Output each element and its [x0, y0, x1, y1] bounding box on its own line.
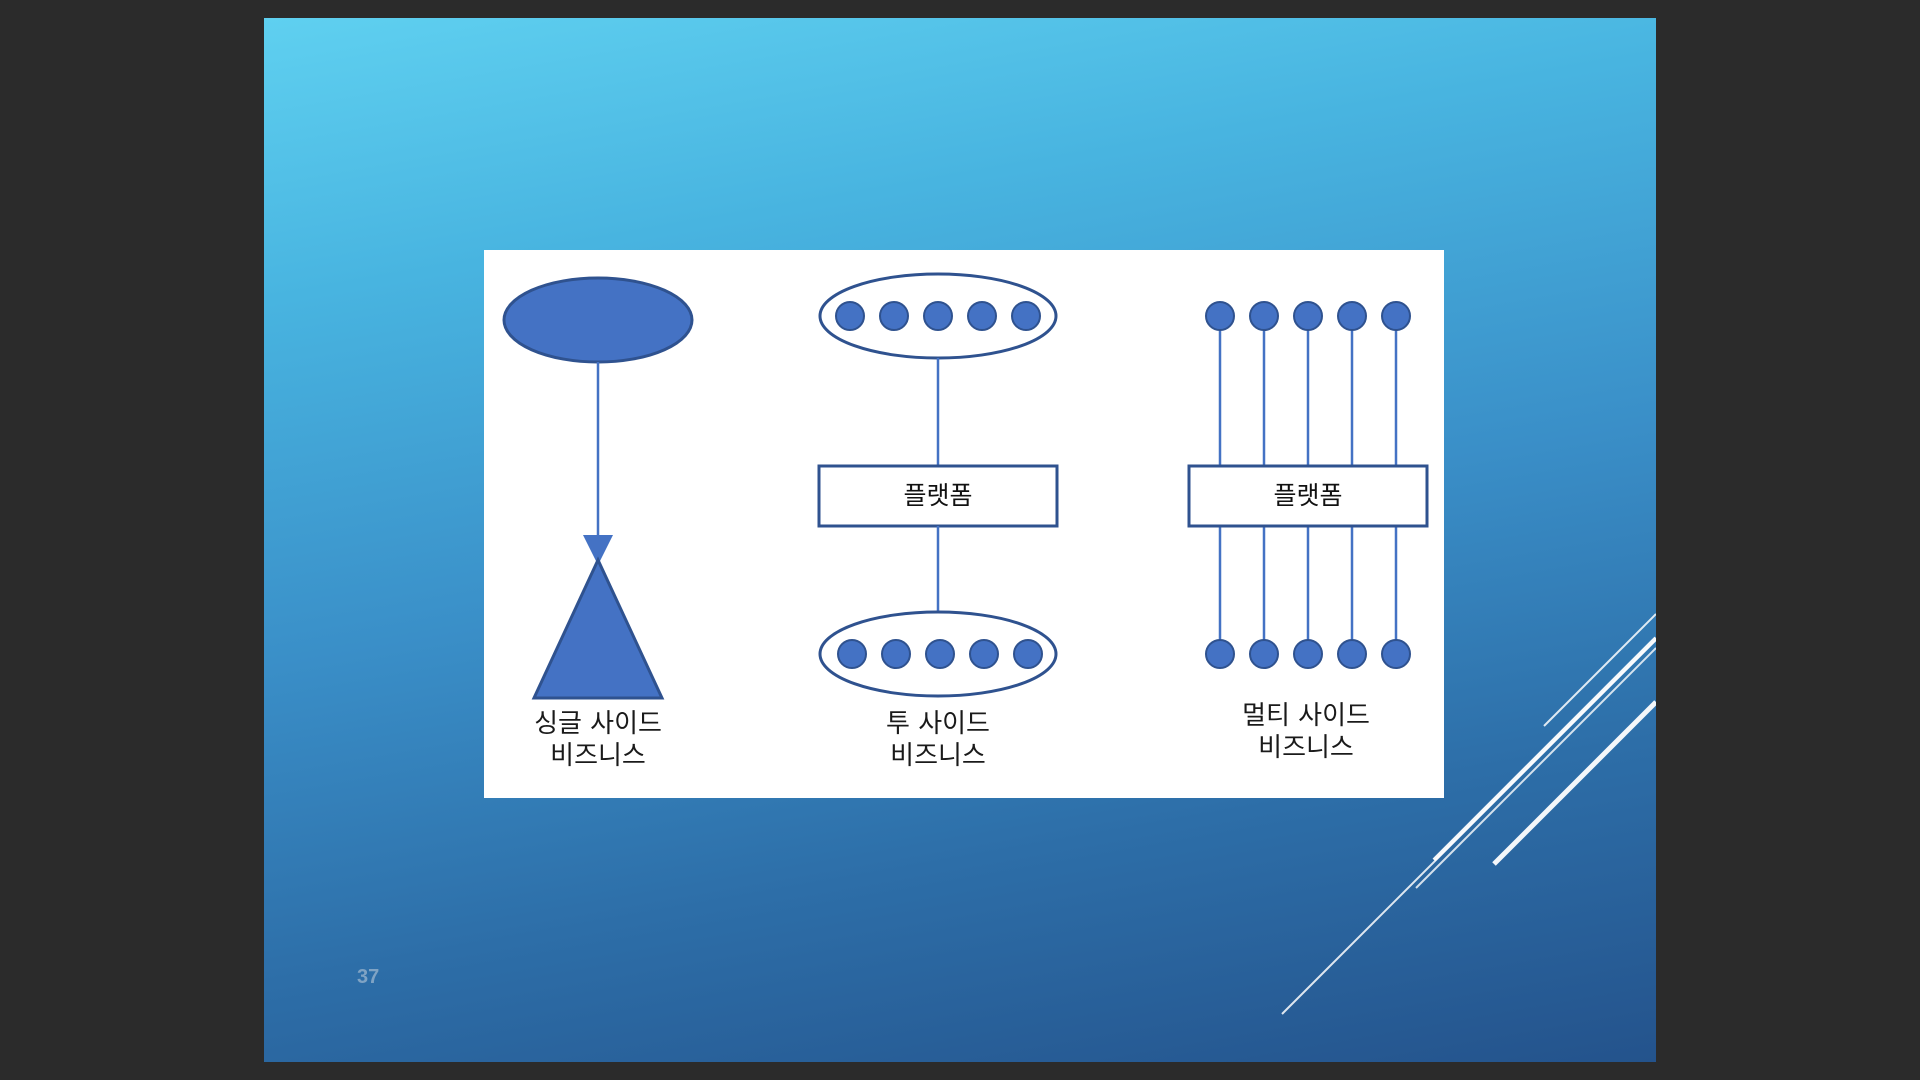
- multi-side-bottom-node: [1293, 639, 1323, 669]
- multi-side-caption-line2: 비즈니스: [1258, 733, 1354, 763]
- two-side-top-node: [967, 301, 997, 331]
- two-side-bottom-node: [881, 639, 911, 669]
- two-side-top-node: [879, 301, 909, 331]
- multi-side-bottom-node: [1249, 639, 1279, 669]
- two-side-bottom-node: [969, 639, 999, 669]
- single-side-caption: 싱글 사이드 비즈니스: [498, 708, 698, 772]
- multi-side-top-node: [1205, 301, 1235, 331]
- multi-side-top-node: [1381, 301, 1411, 331]
- two-side-bottom-node: [925, 639, 955, 669]
- multi-side-caption: 멀티 사이드 비즈니스: [1206, 700, 1406, 764]
- diagram-shapes: [502, 272, 1429, 700]
- slide-number: 37: [357, 966, 380, 988]
- single-side-triangle: [531, 556, 665, 700]
- two-side-top-node: [1011, 301, 1041, 331]
- two-side-platform-box: [817, 464, 1059, 528]
- two-side-top-node: [835, 301, 865, 331]
- business-model-diagram: 플랫폼 플랫폼 싱글 사이드 비즈니스 투 사이드 비즈니스 멀티 사이드 비즈…: [484, 250, 1444, 798]
- two-side-platform-label: 플랫폼: [903, 481, 973, 510]
- single-side-group: [502, 276, 694, 700]
- two-side-bottom-node: [1013, 639, 1043, 669]
- two-side-group: [817, 272, 1059, 698]
- multi-side-bottom-node: [1205, 639, 1235, 669]
- multi-side-platform-box: [1187, 464, 1429, 528]
- multi-side-bottom-node: [1337, 639, 1367, 669]
- multi-side-top-node: [1293, 301, 1323, 331]
- two-side-caption-line1: 투 사이드: [886, 709, 990, 739]
- two-side-caption: 투 사이드 비즈니스: [838, 708, 1038, 772]
- multi-side-top-node: [1337, 301, 1367, 331]
- multi-side-top-node: [1249, 301, 1279, 331]
- multi-side-platform-label: 플랫폼: [1273, 481, 1343, 510]
- two-side-bottom-node: [837, 639, 867, 669]
- single-side-ellipse: [502, 276, 694, 364]
- multi-side-group: [1187, 301, 1429, 669]
- two-side-caption-line2: 비즈니스: [890, 741, 986, 771]
- single-side-caption-line2: 비즈니스: [550, 741, 646, 771]
- multi-side-caption-line1: 멀티 사이드: [1242, 701, 1370, 731]
- slide: 플랫폼 플랫폼 싱글 사이드 비즈니스 투 사이드 비즈니스 멀티 사이드 비즈…: [264, 18, 1656, 1062]
- multi-side-bottom-node: [1381, 639, 1411, 669]
- single-side-caption-line1: 싱글 사이드: [534, 709, 662, 739]
- two-side-top-node: [923, 301, 953, 331]
